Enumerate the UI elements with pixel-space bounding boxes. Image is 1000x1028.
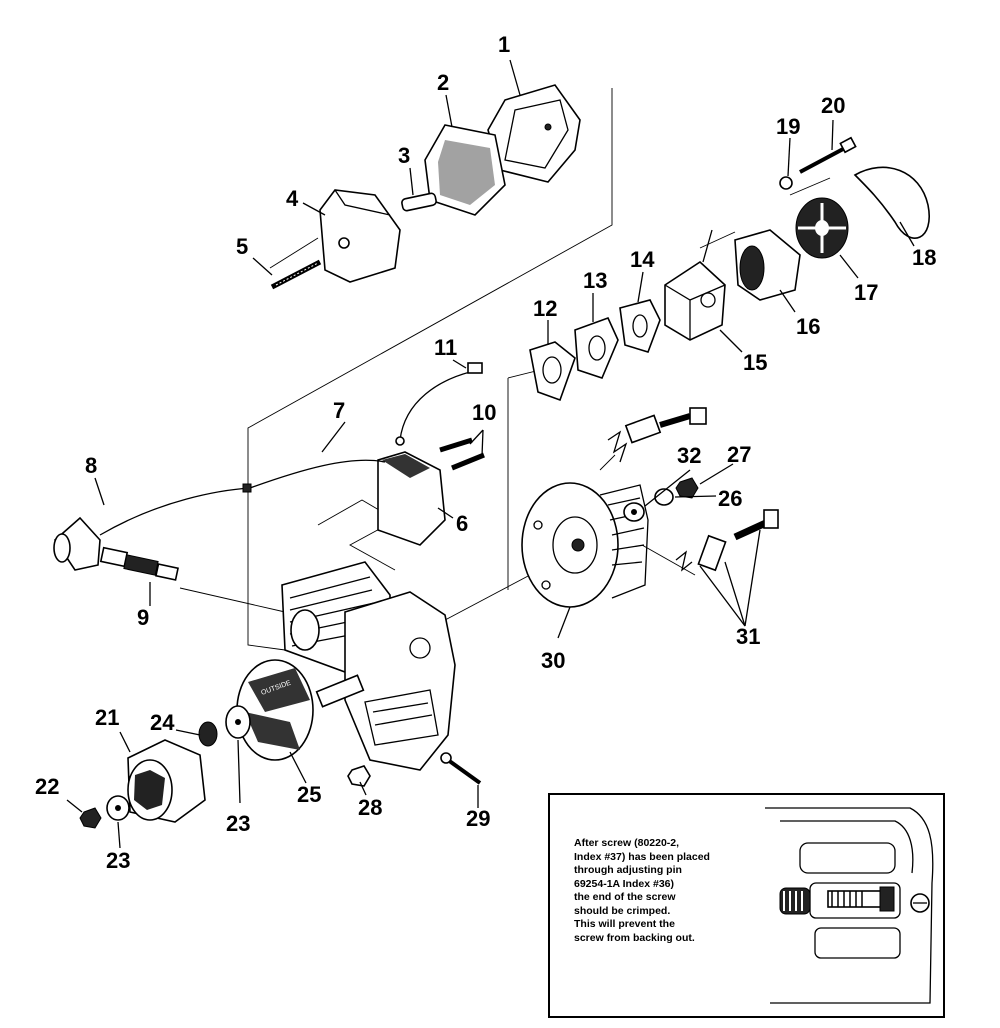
- callout-22: 22: [35, 774, 60, 799]
- callout-26: 26: [718, 486, 743, 511]
- part-29-screw: [440, 752, 482, 785]
- part-14-gasket: [619, 299, 661, 353]
- part-15-carburetor: [664, 229, 726, 341]
- callout-20: 20: [821, 93, 846, 118]
- callout-14: 14: [630, 247, 655, 272]
- part-26-washer: [654, 488, 674, 506]
- adjuster-assembly: [607, 407, 707, 463]
- callout-5: 5: [236, 234, 249, 259]
- callout-23-lower: 23: [106, 848, 131, 873]
- callout-15: 15: [743, 350, 768, 375]
- callout-29: 29: [466, 806, 491, 831]
- part-25-clutch: OUTSIDE: [236, 659, 314, 761]
- part-19-washer: [779, 176, 793, 190]
- callout-8: 8: [85, 453, 98, 478]
- part-20-screw: [799, 136, 857, 174]
- part-24-bearing: [198, 721, 218, 747]
- callout-11: 11: [434, 335, 458, 360]
- callout-4: 4: [286, 186, 299, 211]
- callout-18: 18: [912, 245, 937, 270]
- part-13-adapter: [574, 316, 619, 379]
- callout-21: 21: [95, 705, 120, 730]
- part-21-clutch-drum: [127, 739, 206, 823]
- part-8-plug-boot: [53, 516, 101, 571]
- note-text: After screw (80220-2, Index #37) has bee…: [574, 837, 710, 944]
- part-16-air-box: [734, 229, 801, 301]
- part-6-ignition-module: [377, 451, 446, 546]
- part-9-spark-plug: [99, 546, 179, 581]
- part-23-washer-upper: [225, 705, 251, 739]
- callout-10: 10: [472, 400, 497, 425]
- part-10-screws: [439, 437, 485, 471]
- part-5-bolt: [270, 259, 322, 290]
- callout-7: 7: [333, 398, 346, 423]
- callout-12: 12: [533, 296, 558, 321]
- callout-9: 9: [137, 605, 150, 630]
- callout-23-upper: 23: [226, 811, 251, 836]
- part-12-gasket: [529, 341, 576, 402]
- callout-17: 17: [854, 280, 879, 305]
- part-22-nut: [79, 807, 102, 829]
- leader-lines: [66, 59, 915, 849]
- part-11-ground-wire: [395, 362, 483, 446]
- callout-19: 19: [776, 114, 801, 139]
- callout-25: 25: [297, 782, 322, 807]
- part-18-filter-cover: [853, 166, 930, 239]
- callout-6: 6: [456, 511, 469, 536]
- crimped-screw-illustration: [765, 807, 934, 1004]
- part-31-adjuster-pin: [675, 509, 779, 572]
- crankcase: [315, 591, 456, 771]
- note-box: After screw (80220-2, Index #37) has bee…: [548, 793, 945, 1018]
- part-32-washer: [623, 502, 645, 522]
- callout-13: 13: [583, 268, 608, 293]
- part-4-muffler: [319, 189, 401, 283]
- part-30-housing: [521, 482, 649, 608]
- part-7-lead-wire: [99, 459, 386, 536]
- part-27-nut: [675, 477, 699, 499]
- callout-24: 24: [150, 710, 175, 735]
- part-28-nut: [347, 765, 371, 787]
- callout-1: 1: [498, 32, 511, 57]
- guide-lines: [179, 88, 831, 651]
- part-3-spacer: [401, 192, 437, 212]
- callout-30: 30: [541, 648, 566, 673]
- callout-27: 27: [727, 442, 752, 467]
- callout-16: 16: [796, 314, 821, 339]
- callout-32: 32: [677, 443, 702, 468]
- callout-28: 28: [358, 795, 383, 820]
- part-23-washer-lower: [106, 795, 130, 821]
- part-2-filter-screen: [424, 124, 506, 216]
- callout-31: 31: [736, 624, 761, 649]
- callout-3: 3: [398, 143, 411, 168]
- part-17-filter-element: [795, 197, 849, 259]
- callout-2: 2: [437, 70, 450, 95]
